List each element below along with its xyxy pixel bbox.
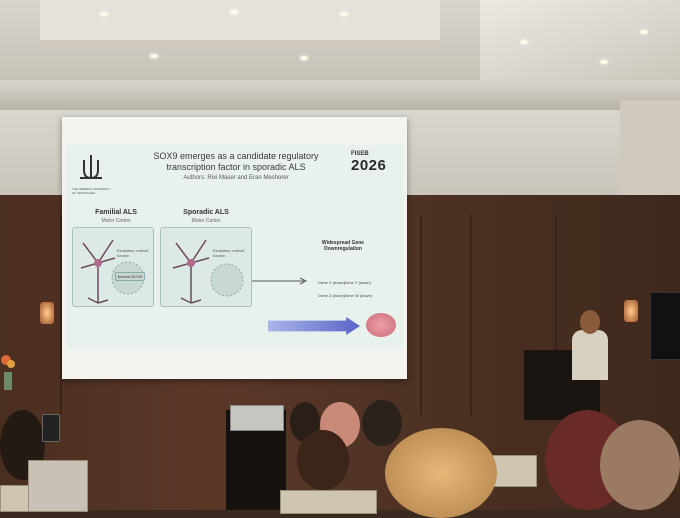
- panel-seam: [470, 215, 472, 415]
- projector: [230, 405, 284, 431]
- menorah-logo-icon: [80, 155, 102, 180]
- chair: [280, 490, 377, 514]
- panel-seam: [60, 215, 62, 415]
- ceiling-beam: [0, 80, 680, 110]
- conference-name: FISEB: [351, 151, 369, 157]
- right-arrow-icon: [252, 277, 308, 285]
- sporadic-als-title: Sporadic ALS: [183, 209, 229, 216]
- ceiling-recess: [40, 0, 440, 46]
- audience-person-with-phone: [28, 460, 88, 512]
- gene-label: Gene Y (down): [344, 280, 371, 285]
- ceiling-light: [340, 12, 348, 16]
- ceiling-light: [150, 54, 158, 58]
- slide: THE HEBREW UNIVERSITY OF JERUSALEM SOX9 …: [66, 145, 404, 349]
- ceiling-light: [520, 40, 528, 44]
- audience-head: [385, 428, 497, 518]
- conference-year: 2026: [351, 157, 387, 174]
- neuron-label: Excitatory cortical neuron: [117, 248, 149, 258]
- conference-logo: FISEB 2026: [351, 151, 399, 174]
- audience-head: [297, 430, 349, 490]
- normal-sox9-badge: Normal SOX9: [115, 272, 145, 281]
- neuron-icon: [172, 239, 244, 304]
- slide-authors: Authors: Rixi Maser and Eran Meshorer: [183, 175, 289, 181]
- speaker-head: [580, 310, 600, 334]
- ceiling-light: [300, 56, 308, 60]
- neuron-icon: [80, 239, 145, 304]
- ceiling-light: [600, 60, 608, 64]
- brain-icon: [366, 313, 396, 337]
- audience-head: [362, 400, 402, 446]
- familial-als-subtitle: Motor Cortex: [101, 218, 131, 224]
- audience-head: [600, 420, 680, 510]
- gene-downregulation-heading: Widespread Gene Downregulation: [321, 240, 365, 252]
- gene-label: Gene Z (down): [318, 293, 345, 298]
- blue-arrow: [268, 317, 360, 335]
- familial-als-title: Familial ALS: [95, 209, 137, 216]
- sporadic-als-subtitle: Motor Cortex: [191, 218, 221, 224]
- panel-seam: [420, 215, 422, 415]
- ceiling-light: [640, 30, 648, 34]
- gene-label: Gene X (down): [318, 280, 345, 285]
- phone: [42, 414, 60, 442]
- ceiling-light: [100, 12, 108, 16]
- familial-neuron-panel: Excitatory cortical neuron Normal SOX9: [72, 227, 154, 307]
- sporadic-neuron-panel: Excitatory cortical neuron: [160, 227, 252, 307]
- panel-seam: [555, 215, 557, 415]
- slide-title: SOX9 emerges as a candidate regulatory t…: [153, 151, 319, 172]
- gene-label: Gene W (down): [344, 293, 373, 298]
- wall-sconce: [624, 300, 638, 322]
- university-name: THE HEBREW UNIVERSITY OF JERUSALEM: [72, 187, 111, 195]
- right-wall: [620, 100, 680, 200]
- neuron-label: Excitatory cortical neuron: [213, 248, 245, 258]
- wall-sconce: [40, 302, 54, 324]
- speaker-monitor: [650, 292, 680, 360]
- speaker: [572, 330, 608, 380]
- flower-plant: [1, 355, 15, 390]
- ceiling-light: [230, 10, 238, 14]
